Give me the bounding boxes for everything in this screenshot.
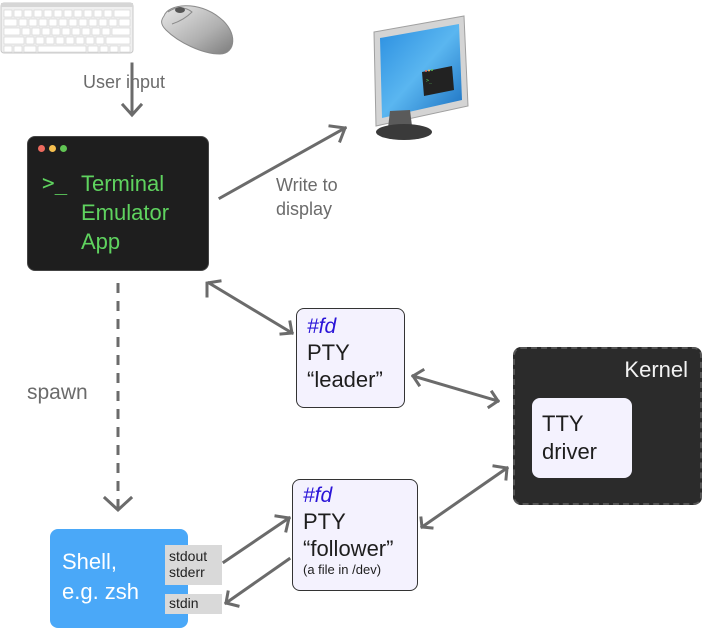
mouse-icon [161, 5, 234, 55]
terminal-title-line: App [81, 229, 121, 254]
terminal-emulator-app: >_ Terminal Emulator App [27, 136, 209, 271]
pty-note: (a file in /dev) [303, 562, 382, 577]
stdout-follower-arrow [221, 515, 292, 565]
stdin-label: stdin [169, 595, 199, 611]
close-dot-icon [38, 145, 45, 152]
pty-follower-box: #fd PTY “follower” (a file in /dev) [292, 479, 418, 591]
fd-label: #fd [303, 484, 333, 507]
spawn-arrowhead [102, 495, 134, 513]
tty-driver-label: TTY driver [542, 410, 597, 466]
terminal-leader-arrow [206, 280, 295, 336]
pty-leader-box: #fd PTY “leader” [296, 308, 405, 408]
leader-kernel-arrow [411, 374, 500, 403]
stderr-label: stderr [169, 564, 205, 580]
window-controls [38, 145, 67, 152]
terminal-title-line: Emulator [81, 200, 170, 225]
monitor-icon: >_ [373, 15, 469, 140]
write-label-line1: Write to [276, 175, 338, 195]
user-input-label: User input [83, 72, 166, 92]
spawn-label: spawn [27, 381, 88, 404]
pty-title: PTY [303, 509, 346, 534]
kernel-box: Kernel TTY driver [513, 347, 702, 505]
write-display-arrow [217, 125, 348, 201]
stdout-label: stdout [169, 548, 208, 564]
terminal-title-line: Terminal [81, 171, 165, 196]
write-label-line2: display [276, 199, 333, 219]
tty-line: TTY [542, 411, 584, 436]
pty-title: PTY [307, 340, 350, 365]
shell-line: Shell, [62, 549, 118, 574]
shell-line: e.g. zsh [62, 579, 140, 604]
tty-line: driver [542, 439, 598, 464]
follower-stdin-arrow [223, 556, 292, 606]
write-display-arrowhead [328, 124, 348, 143]
svg-text:>_: >_ [426, 78, 433, 84]
tty-driver-box: TTY driver [532, 398, 632, 478]
write-to-display-label: Write to display [276, 173, 338, 221]
pty-role: “follower” [303, 536, 394, 561]
follower-kernel-arrow [419, 465, 510, 530]
terminal-prompt-icon: >_ [42, 171, 68, 195]
stdin-port: stdin [165, 594, 222, 614]
user-input-arrowhead [120, 102, 144, 118]
pty-role: “leader” [307, 367, 383, 392]
terminal-title: Terminal Emulator App [81, 169, 169, 256]
fd-label: #fd [307, 315, 337, 338]
kernel-label: Kernel [624, 357, 688, 382]
stdout-stderr-port: stdout stderr [165, 545, 222, 585]
maximize-dot-icon [60, 145, 67, 152]
minimize-dot-icon [49, 145, 56, 152]
keyboard-icon [0, 2, 134, 54]
shell-label: Shell, e.g. zsh [62, 547, 139, 607]
